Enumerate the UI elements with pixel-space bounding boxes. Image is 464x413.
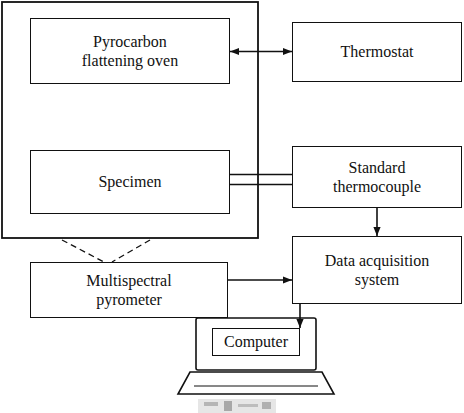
thermostat-box: Thermostat: [292, 22, 462, 82]
computer-screen: Computer: [212, 328, 300, 356]
node-label: Multispectral pyrometer: [69, 271, 189, 309]
node-label: Pyrocarbon flattening oven: [65, 32, 195, 70]
laptop-icon: [178, 318, 334, 394]
arrow-connector: [376, 208, 378, 236]
furnace-housing: [2, 2, 258, 238]
pyrometer-box: Multispectral pyrometer: [30, 262, 228, 318]
view-cone: [62, 240, 150, 262]
node-label: Specimen: [98, 172, 161, 191]
oven-box: Pyrocarbon flattening oven: [30, 18, 230, 84]
specimen-box: Specimen: [30, 150, 230, 214]
thermocouple-box: Standard thermocouple: [292, 146, 462, 208]
arrow-connector: [299, 304, 301, 328]
arrow-connector: [228, 279, 292, 281]
node-label: Data acquisition system: [312, 251, 442, 289]
node-label: Thermostat: [341, 42, 414, 61]
daq-box: Data acquisition system: [292, 236, 462, 304]
keyboard-strip: [198, 399, 276, 413]
node-label: Computer: [224, 332, 288, 351]
arrow-connector: [230, 51, 292, 53]
node-label: Standard thermocouple: [322, 158, 432, 196]
